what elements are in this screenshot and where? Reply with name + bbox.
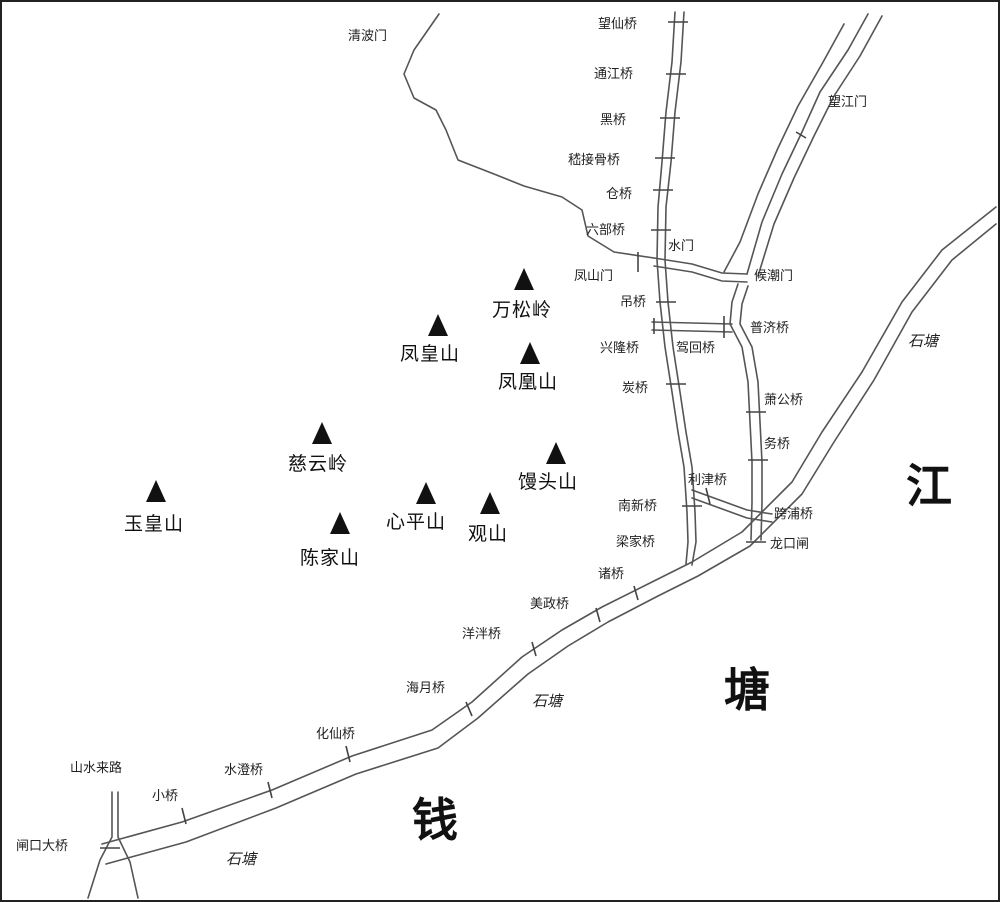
river-char-jiang: 江 bbox=[906, 459, 952, 513]
mountain-icon-chenjia bbox=[330, 512, 350, 534]
bridge-label-hei: 黑桥 bbox=[600, 113, 626, 128]
bridge-mark-huaxian bbox=[345, 745, 351, 763]
bridge-label-tan: 炭桥 bbox=[622, 381, 648, 396]
bridge-marks bbox=[100, 21, 807, 849]
bridge-label-xiaogong: 萧公桥 bbox=[764, 393, 803, 408]
gate-label-houchao: 候潮门 bbox=[754, 269, 793, 284]
puji-channel-bank bbox=[651, 329, 733, 333]
embankment-label-1: 石塘 bbox=[908, 332, 941, 350]
bridge-label-wu: 务桥 bbox=[764, 436, 790, 452]
mountain-label-guan: 观山 bbox=[468, 523, 508, 545]
shanshui-inlet-2 bbox=[117, 791, 139, 899]
mountain-label-mantou: 馒头山 bbox=[518, 471, 578, 493]
waterways bbox=[87, 11, 997, 899]
bridge-mark-shuicheng bbox=[267, 781, 273, 799]
bridge-mark-yangpan bbox=[531, 641, 537, 657]
gate-label-shanshui: 山水来路 bbox=[70, 760, 122, 776]
mountain-label-wansongling: 万松岭 bbox=[492, 299, 552, 321]
gate-labels: 清波门 望江门 凤山门 候潮门 水门 龙口闸 闸口大桥 山水来路 bbox=[16, 29, 867, 854]
bridge-label-wangxian: 望仙桥 bbox=[598, 16, 637, 32]
mountain-label-ciyunling: 慈云岭 bbox=[288, 453, 348, 475]
qingbo-river bbox=[403, 13, 655, 259]
mountain-label-xinping: 心平山 bbox=[386, 511, 446, 533]
bridge-label-yangpan: 洋泮桥 bbox=[462, 627, 501, 642]
wangjiang-inner bbox=[723, 23, 845, 273]
bridge-label-huaxian: 化仙桥 bbox=[316, 727, 355, 742]
mountain-labels: 万松岭 凤皇山 凤凰山 慈云岭 馒头山 玉皇山 心平山 观山 陈家山 bbox=[124, 299, 578, 569]
bridge-mark-lijin bbox=[705, 487, 711, 505]
bridge-label-jiahui: 驾回桥 bbox=[676, 341, 715, 356]
lijin-channel bbox=[691, 489, 773, 515]
mountain-icon-wansongling bbox=[514, 268, 534, 290]
bridge-label-cang: 仓桥 bbox=[606, 187, 632, 202]
gate-label-longkouzha: 龙口闸 bbox=[770, 537, 809, 552]
mountain-icon-fenghuang1 bbox=[428, 314, 448, 336]
riverside-road-east bbox=[105, 223, 997, 865]
bridge-mark-zhu bbox=[633, 585, 639, 601]
lijin-channel-bank bbox=[691, 497, 773, 523]
fengshan-channel-bank bbox=[653, 265, 748, 283]
bridge-label-jijiegu: 嵇接骨桥 bbox=[568, 152, 620, 168]
mountain-label-yuhuang: 玉皇山 bbox=[124, 513, 184, 535]
bridge-labels: 望仙桥 通江桥 黑桥 嵇接骨桥 仓桥 六部桥 吊桥 兴隆桥 驾回桥 普济桥 炭桥… bbox=[152, 16, 813, 804]
mountain-markers bbox=[146, 268, 566, 534]
central-river bbox=[656, 11, 689, 565]
bridge-label-shuicheng: 水澄桥 bbox=[224, 763, 263, 778]
riverside-road-west bbox=[101, 206, 997, 845]
embankment-labels: 石塘 石塘 石塘 bbox=[226, 332, 941, 868]
mountain-label-fenghuang1: 凤皇山 bbox=[400, 343, 460, 365]
river-char-qian: 钱 bbox=[412, 793, 458, 847]
gate-label-zhakou: 闸口大桥 bbox=[16, 839, 68, 854]
mountain-icon-mantou bbox=[546, 442, 566, 464]
mountain-label-fenghuang2: 凤凰山 bbox=[498, 371, 558, 393]
mountain-icon-yuhuang bbox=[146, 480, 166, 502]
wangjiang-river-bank bbox=[757, 15, 883, 277]
gate-label-wangjiang: 望江门 bbox=[828, 94, 867, 110]
fengshan-channel bbox=[653, 257, 748, 275]
bridge-label-diao: 吊桥 bbox=[620, 295, 646, 310]
gate-label-qingbo: 清波门 bbox=[348, 29, 387, 44]
east-canal-bank bbox=[739, 285, 763, 541]
mountain-icon-ciyunling bbox=[312, 422, 332, 444]
bridge-mark-wangjiang bbox=[795, 131, 807, 139]
bridge-label-meizheng: 美政桥 bbox=[530, 597, 569, 612]
bridge-label-zhu: 诸桥 bbox=[598, 567, 624, 582]
bridge-label-liangjia: 梁家桥 bbox=[616, 534, 655, 550]
mountain-icon-fenghuang2 bbox=[520, 342, 540, 364]
wangjiang-river bbox=[746, 13, 869, 275]
embankment-label-2: 石塘 bbox=[532, 692, 565, 710]
bridge-label-kuapu: 跨浦桥 bbox=[774, 507, 813, 522]
bridge-label-lijin: 利津桥 bbox=[688, 473, 727, 488]
embankment-label-3: 石塘 bbox=[226, 850, 259, 868]
gate-label-fengshan: 凤山门 bbox=[574, 269, 613, 284]
bridge-label-nanxin: 南新桥 bbox=[618, 498, 657, 514]
bridge-label-xinglong: 兴隆桥 bbox=[600, 341, 639, 356]
gate-label-shuimen: 水门 bbox=[668, 239, 694, 254]
bridge-label-tongjiang: 通江桥 bbox=[594, 67, 633, 82]
bridge-label-haiyue: 海月桥 bbox=[406, 681, 445, 696]
mountain-icon-guan bbox=[480, 492, 500, 514]
bridge-mark-xiao bbox=[181, 807, 187, 825]
puji-channel bbox=[651, 321, 733, 325]
bridge-label-puji: 普济桥 bbox=[750, 321, 789, 336]
east-canal bbox=[729, 283, 753, 541]
mountain-label-chenjia: 陈家山 bbox=[300, 547, 360, 569]
central-river-bank bbox=[664, 11, 697, 566]
bridge-label-xiao: 小桥 bbox=[152, 789, 178, 804]
river-char-tang: 塘 bbox=[724, 663, 770, 717]
bridge-mark-haiyue bbox=[465, 701, 473, 717]
bridge-label-liubu: 六部桥 bbox=[586, 223, 625, 238]
mountain-icon-xinping bbox=[416, 482, 436, 504]
shanshui-inlet bbox=[87, 791, 113, 899]
river-labels: 江 塘 钱 bbox=[412, 459, 952, 847]
bridge-mark-meizheng bbox=[595, 607, 601, 623]
